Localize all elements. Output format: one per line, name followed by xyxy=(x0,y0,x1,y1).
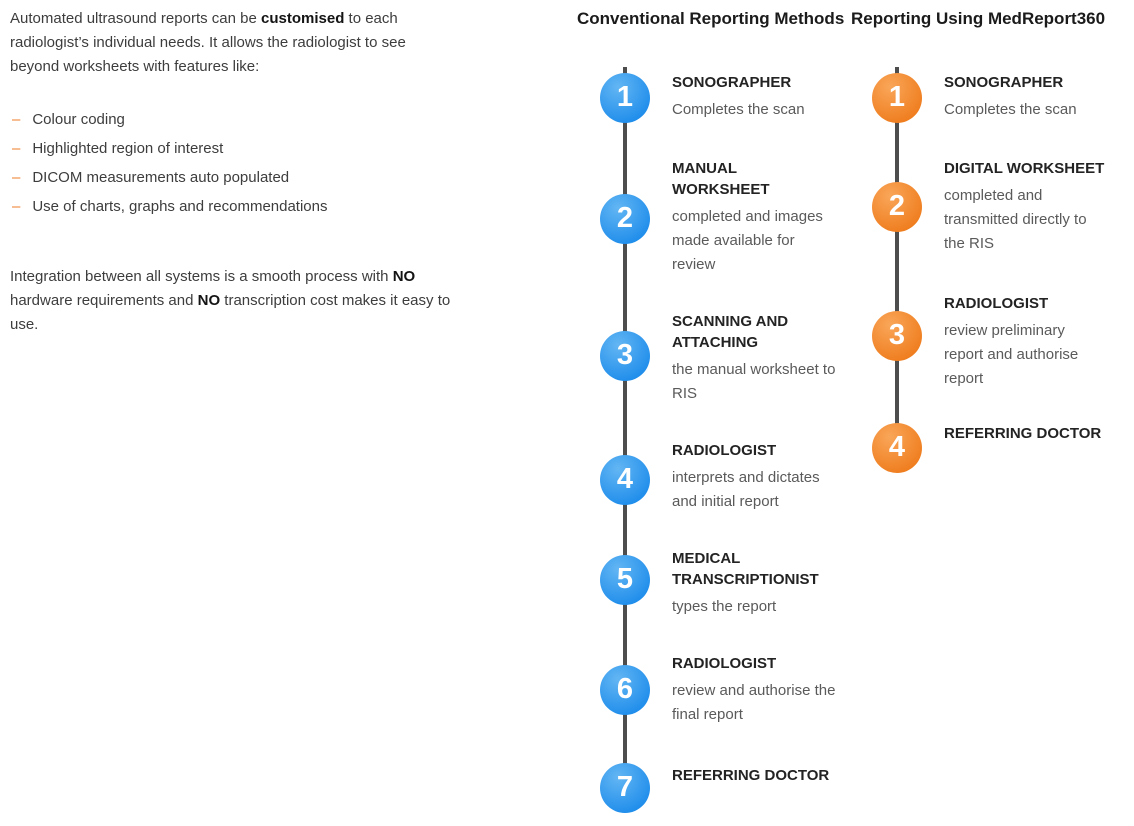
text-segment: to each radiologist’s individual needs. … xyxy=(10,10,406,75)
text-segment: Automated ultrasound reports can be xyxy=(10,10,261,27)
dash-bullet-marker: – xyxy=(12,169,21,186)
feature-item: –Colour coding xyxy=(10,105,490,134)
step-circle: 3 xyxy=(600,331,650,381)
bold-text-segment: NO xyxy=(197,292,221,309)
step-number: 5 xyxy=(616,562,634,595)
step-text: SONOGRAPHER Completes the scan xyxy=(672,72,850,122)
step-title: MEDICAL TRANSCRIPTIONIST xyxy=(672,550,819,588)
feature-item-label: Highlighted region of interest xyxy=(32,140,224,157)
step-circle: 2 xyxy=(600,194,650,244)
step-description: Completes the scan xyxy=(672,101,805,118)
step-circle: 7 xyxy=(600,763,650,813)
step-title: SONOGRAPHER xyxy=(944,74,1064,91)
step-number: 1 xyxy=(888,80,906,113)
step-circle: 3 xyxy=(872,311,922,361)
dash-bullet-marker: – xyxy=(12,198,21,215)
step-description: interprets and dictates and initial repo… xyxy=(672,469,820,510)
step-description: review preliminary report and authorise … xyxy=(944,322,1079,387)
step-circle: 4 xyxy=(872,423,922,473)
step-number: 4 xyxy=(616,462,634,495)
step-number: 3 xyxy=(616,338,634,371)
step-number: 1 xyxy=(616,80,634,113)
step-number: 2 xyxy=(616,201,634,234)
step-title: REFERRING DOCTOR xyxy=(672,767,830,784)
text-segment: transcription cost makes it easy to use. xyxy=(10,292,451,333)
feature-list: –Colour coding–Highlighted region of int… xyxy=(10,105,490,221)
step-circle: 2 xyxy=(872,182,922,232)
feature-item: –Use of charts, graphs and recommendatio… xyxy=(10,192,490,221)
step-number: 3 xyxy=(888,318,906,351)
text-segment: hardware requirements and xyxy=(10,292,194,309)
intro-paragraph: Automated ultrasound reports can be cust… xyxy=(10,7,490,79)
dash-bullet-marker: – xyxy=(12,140,21,157)
feature-item: –DICOM measurements auto populated xyxy=(10,163,490,192)
step-title: RADIOLOGIST xyxy=(672,442,777,459)
step-title: SONOGRAPHER xyxy=(672,74,792,91)
feature-item: –Highlighted region of interest xyxy=(10,134,490,163)
step-text: RADIOLOGIST interprets and dictates and i… xyxy=(672,440,850,514)
timeline-line-medreport360 xyxy=(895,67,899,448)
step-text: REFERRING DOCTOR xyxy=(944,423,1116,444)
integration-paragraph: Integration between all systems is a smo… xyxy=(10,265,490,337)
bold-text-segment: customised xyxy=(261,10,345,27)
column-header-medreport360: Reporting Using MedReport360 xyxy=(851,9,1106,28)
step-text: RADIOLOGIST review preliminary report and… xyxy=(944,293,1116,391)
step-circle: 1 xyxy=(600,73,650,123)
bold-text-segment: NO xyxy=(392,268,416,285)
step-title: REFERRING DOCTOR xyxy=(944,425,1102,442)
step-number: 2 xyxy=(888,189,906,222)
left-text-panel: Automated ultrasound reports can be cust… xyxy=(10,7,490,337)
feature-item-label: Colour coding xyxy=(32,111,125,128)
step-number: 4 xyxy=(888,430,906,463)
step-description: the manual worksheet to RIS xyxy=(672,361,836,402)
step-description: completed and transmitted directly to th… xyxy=(944,187,1087,252)
step-circle: 1 xyxy=(872,73,922,123)
step-text: SONOGRAPHER Completes the scan xyxy=(944,72,1116,122)
step-text: MANUAL WORKSHEET completed and images mad… xyxy=(672,158,850,277)
step-number: 6 xyxy=(616,672,634,705)
step-title: MANUAL WORKSHEET xyxy=(672,160,770,198)
step-circle: 5 xyxy=(600,555,650,605)
step-number: 7 xyxy=(616,770,634,803)
step-description: review and authorise the final report xyxy=(672,682,836,723)
column-header-conventional: Conventional Reporting Methods xyxy=(577,9,845,28)
step-title: DIGITAL WORKSHEET xyxy=(944,160,1105,177)
step-text: MEDICAL TRANSCRIPTIONIST types the report xyxy=(672,548,850,619)
step-text: SCANNING AND ATTACHING the manual workshe… xyxy=(672,311,850,406)
step-description: Completes the scan xyxy=(944,101,1077,118)
text-segment: Integration between all systems is a smo… xyxy=(10,268,393,285)
feature-item-label: DICOM measurements auto populated xyxy=(32,169,290,186)
feature-item-label: Use of charts, graphs and recommendation… xyxy=(32,198,328,215)
step-title: RADIOLOGIST xyxy=(672,655,777,672)
step-title: RADIOLOGIST xyxy=(944,295,1049,312)
step-text: DIGITAL WORKSHEET completed and transmitt… xyxy=(944,158,1116,256)
step-description: types the report xyxy=(672,598,777,615)
dash-bullet-marker: – xyxy=(12,111,21,128)
step-description: completed and images made available for … xyxy=(672,208,823,273)
step-text: REFERRING DOCTOR xyxy=(672,765,850,786)
step-circle: 6 xyxy=(600,665,650,715)
timeline-line-conventional xyxy=(623,67,627,788)
step-circle: 4 xyxy=(600,455,650,505)
step-title: SCANNING AND ATTACHING xyxy=(672,313,789,351)
step-text: RADIOLOGIST review and authorise the fina… xyxy=(672,653,850,727)
